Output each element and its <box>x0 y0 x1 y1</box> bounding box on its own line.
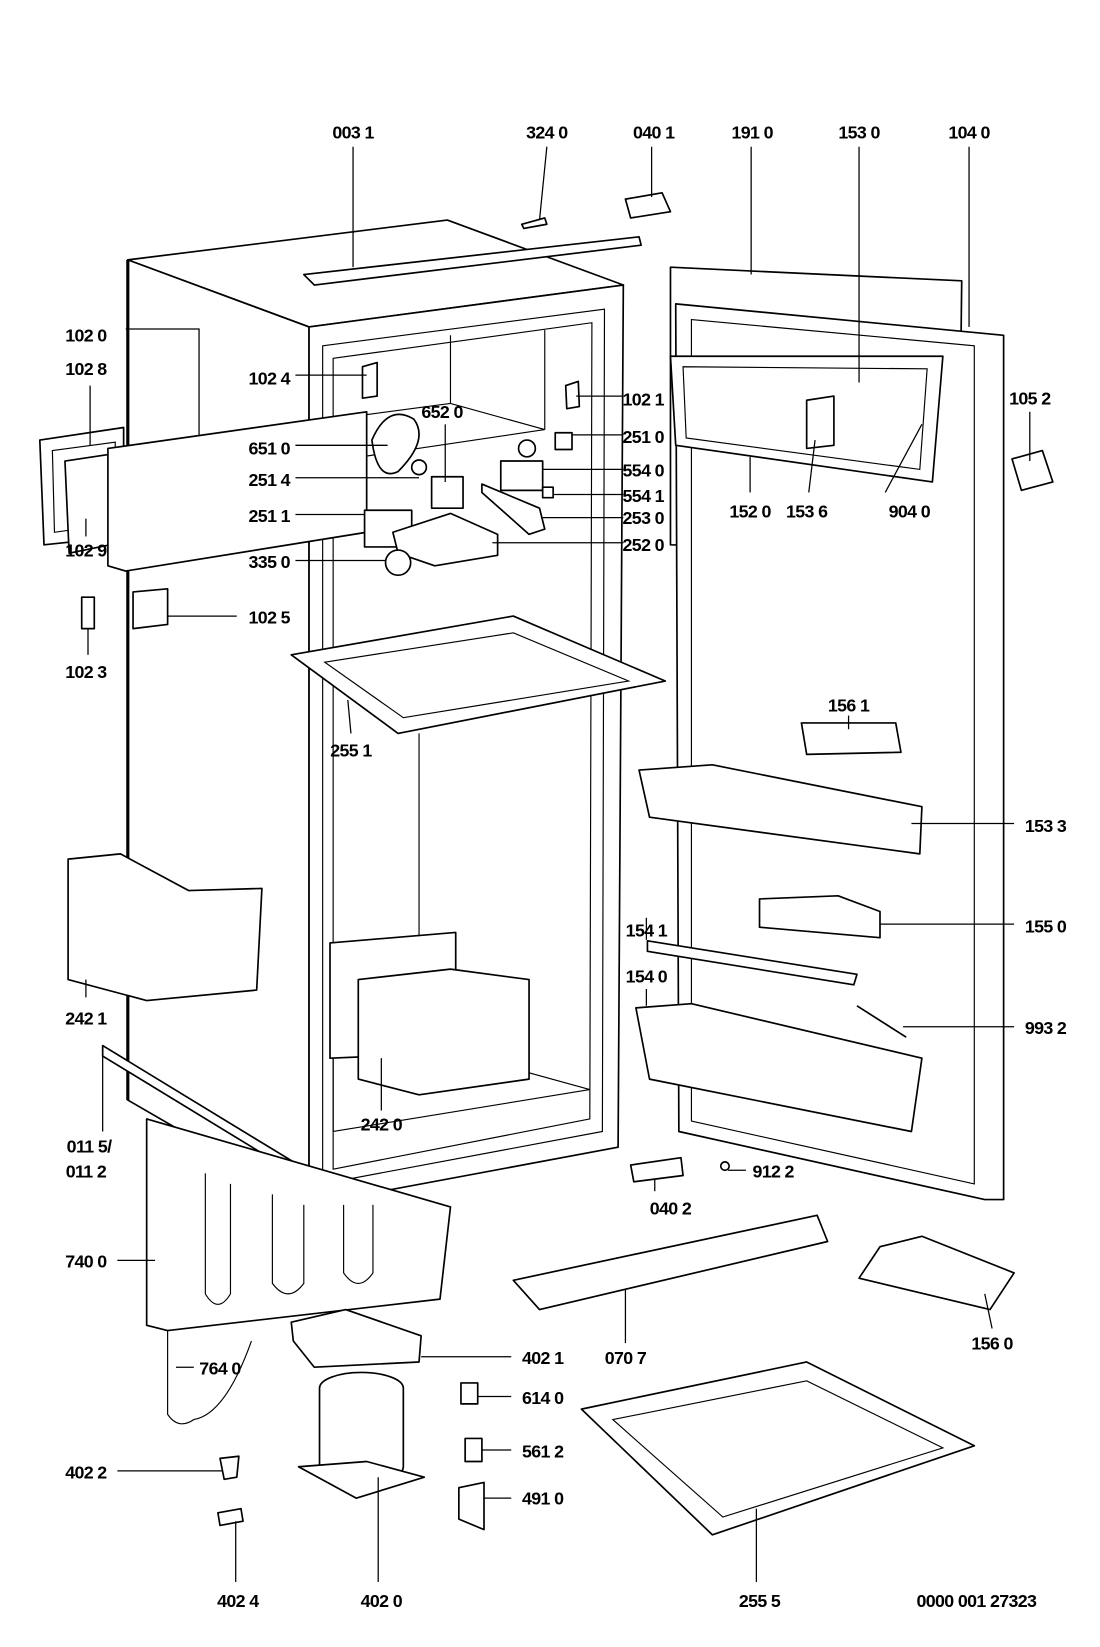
condenser-coils <box>204 1173 374 1305</box>
label-102-4: 102 4 <box>249 369 291 389</box>
compressor-base <box>297 1460 426 1500</box>
label-554-0: 554 0 <box>623 461 665 481</box>
label-402-4: 402 4 <box>217 1591 259 1611</box>
label-152-0: 152 0 <box>729 502 771 522</box>
label-764-0: 764 0 <box>199 1359 241 1379</box>
part-402-4 <box>217 1507 244 1527</box>
leader-lines <box>85 146 1031 1582</box>
part-156-1 <box>800 722 902 756</box>
label-153-3: 153 3 <box>1025 816 1067 836</box>
label-154-0: 154 0 <box>626 967 668 987</box>
part-651-0 <box>371 413 420 475</box>
label-252-0: 252 0 <box>623 535 665 555</box>
label-614-0: 614 0 <box>522 1388 564 1408</box>
label-253-0: 253 0 <box>623 508 665 528</box>
label-003-1: 003 1 <box>332 122 374 142</box>
label-491-0: 491 0 <box>522 1488 564 1508</box>
part-491-0 <box>458 1481 485 1531</box>
label-070-7: 070 7 <box>605 1348 647 1368</box>
part-040-1 <box>624 191 672 219</box>
part-255-5 <box>580 1361 976 1536</box>
label-153-0: 153 0 <box>838 122 880 142</box>
part-242-0 <box>357 968 530 1096</box>
label-040-2: 040 2 <box>650 1198 692 1218</box>
label-324-0: 324 0 <box>526 122 568 142</box>
part-652-0 <box>430 475 464 510</box>
label-335-0: 335 0 <box>249 552 291 572</box>
label-191-0: 191 0 <box>731 122 773 142</box>
part-102-1 <box>564 380 581 410</box>
part-003-1 <box>302 235 642 286</box>
label-904-0: 904 0 <box>889 502 931 522</box>
label-912-2: 912 2 <box>752 1162 794 1182</box>
part-993-2 <box>856 1005 907 1038</box>
label-651-0: 651 0 <box>249 439 291 459</box>
label-154-1: 154 1 <box>626 921 668 941</box>
label-155-0: 155 0 <box>1025 916 1067 936</box>
label-102-1: 102 1 <box>623 390 665 410</box>
label-554-1: 554 1 <box>623 486 665 506</box>
part-153-3 <box>638 763 923 855</box>
label-561-2: 561 2 <box>522 1441 564 1461</box>
label-102-0: 102 0 <box>65 326 107 346</box>
part-251-0 <box>554 431 573 451</box>
part-154-0 <box>635 1002 923 1133</box>
part-253-0 <box>481 483 546 536</box>
part-402-2 <box>219 1455 240 1481</box>
part-614-0 <box>460 1382 479 1405</box>
part-153-6 <box>805 395 835 450</box>
part-554-0 <box>499 460 544 492</box>
part-102-4 <box>361 361 378 400</box>
part-242-1 <box>67 853 263 1002</box>
label-402-2: 402 2 <box>65 1462 107 1482</box>
label-251-4: 251 4 <box>249 470 291 490</box>
label-102-3: 102 3 <box>65 662 107 682</box>
part-251-0-knob <box>517 439 537 458</box>
label-242-1: 242 1 <box>65 1009 107 1029</box>
part-156-0 <box>858 1235 1015 1311</box>
label-104-0: 104 0 <box>948 122 990 142</box>
part-764-0 <box>167 1330 252 1425</box>
part-912-2 <box>719 1161 730 1172</box>
label-105-2: 105 2 <box>1009 388 1051 408</box>
label-242-0: 242 0 <box>361 1114 403 1134</box>
part-251-4 <box>410 459 428 476</box>
label-402-0: 402 0 <box>361 1591 403 1611</box>
part-740-0 <box>145 1118 452 1332</box>
label-156-0: 156 0 <box>971 1333 1013 1353</box>
part-324-0 <box>520 217 548 230</box>
label-255-5: 255 5 <box>739 1591 781 1611</box>
label-011-2: 011 2 <box>66 1162 107 1182</box>
label-652-0: 652 0 <box>421 402 463 422</box>
label-156-1: 156 1 <box>828 695 870 715</box>
part-102-0 <box>107 410 368 572</box>
drawing-number: 0000 001 27323 <box>916 1591 1037 1611</box>
part-154-1 <box>646 939 858 986</box>
label-102-9: 102 9 <box>65 540 107 560</box>
part-335-0 <box>384 549 412 577</box>
part-402-1 <box>290 1308 422 1369</box>
label-402-1: 402 1 <box>522 1348 564 1368</box>
label-740-0: 740 0 <box>65 1252 107 1272</box>
label-040-1: 040 1 <box>633 122 675 142</box>
label-251-1: 251 1 <box>249 506 291 526</box>
part-102-3 <box>80 596 96 630</box>
label-993-2: 993 2 <box>1025 1018 1067 1038</box>
part-labels: 003 1 324 0 040 1 191 0 153 0 104 0 102 … <box>65 122 1067 1611</box>
part-070-7 <box>512 1214 829 1311</box>
part-561-2 <box>464 1437 483 1463</box>
part-1052 <box>1011 449 1054 492</box>
label-011-5: 011 5/ <box>67 1136 112 1156</box>
label-251-0: 251 0 <box>623 427 665 447</box>
label-102-5: 102 5 <box>249 607 291 627</box>
part-040-2 <box>629 1156 684 1183</box>
part-554-1 <box>541 486 554 499</box>
label-153-6: 153 6 <box>786 502 828 522</box>
label-102-8: 102 8 <box>65 359 107 379</box>
label-255-1: 255 1 <box>330 740 372 760</box>
part-102-5 <box>132 587 169 630</box>
